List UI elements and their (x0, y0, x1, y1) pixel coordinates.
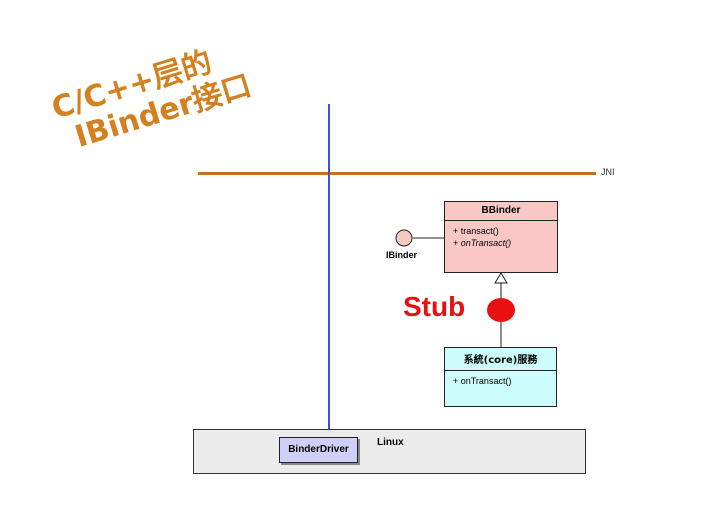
stub-label: Stub (403, 291, 466, 322)
core-service-member-ontransact: + onTransact() (453, 376, 512, 386)
inheritance-arrowhead (494, 272, 508, 284)
bbinder-class-name: BBinder (445, 202, 557, 221)
bbinder-class-box: BBinder + transact() + onTransact() (444, 201, 558, 273)
ibinder-label: IBinder (386, 250, 418, 260)
bbinder-member-transact: + transact() (453, 226, 499, 236)
binder-driver-box: BinderDriver (279, 437, 358, 463)
core-service-class-box: 系統(core)服務 + onTransact() (444, 347, 557, 407)
stub-marker (487, 298, 515, 322)
process-vertical-line (328, 104, 330, 430)
bbinder-member-ontransact: + onTransact() (453, 238, 512, 248)
linux-kernel-box (193, 429, 586, 474)
linux-label: Linux (377, 437, 404, 448)
ibinder-interface-circle (395, 229, 413, 247)
jni-boundary-line (198, 172, 596, 175)
jni-label: JNI (601, 167, 615, 177)
core-service-class-name: 系統(core)服務 (445, 348, 556, 371)
